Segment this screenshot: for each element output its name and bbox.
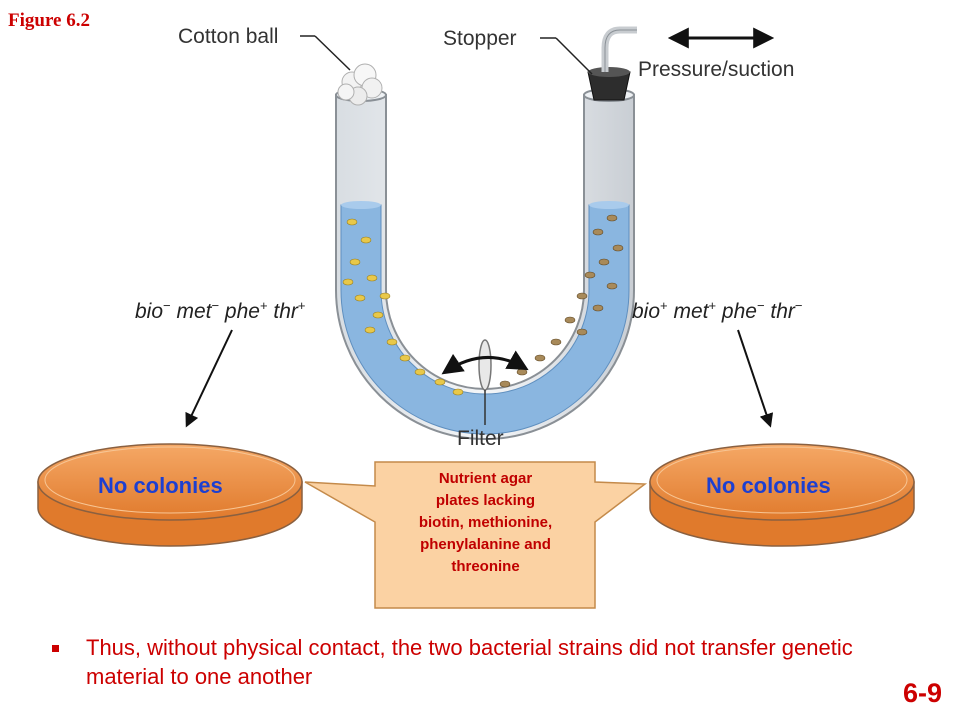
sign: − xyxy=(794,298,803,313)
gene-phe-right: phe xyxy=(721,300,757,323)
sign: − xyxy=(163,298,171,313)
stopper-label: Stopper xyxy=(443,27,517,50)
callout-text: Nutrient agar plates lacking biotin, met… xyxy=(383,468,588,578)
bullet-icon xyxy=(52,645,59,652)
bullet-text: Thus, without physical contact, the two … xyxy=(86,635,853,689)
liquid xyxy=(340,204,630,435)
pressure-suction-label: Pressure/suction xyxy=(638,58,795,81)
callout-line: biotin, methionine, xyxy=(418,514,553,531)
callout-box xyxy=(304,461,648,609)
sign: − xyxy=(756,298,765,313)
sign: + xyxy=(660,298,668,313)
sign: + xyxy=(297,298,306,313)
callout-line: threonine xyxy=(451,558,520,575)
left-plate-label: No colonies xyxy=(98,473,223,498)
left-genotype: bio− met− phe+ thr+ xyxy=(135,298,306,324)
sign: + xyxy=(708,298,717,313)
stopper-pipe xyxy=(601,26,637,72)
u-tube-glass xyxy=(335,94,635,440)
flow-arrow xyxy=(441,350,529,375)
right-plate xyxy=(649,443,915,547)
gene-bio-left: bio xyxy=(135,300,164,323)
cotton-ball xyxy=(337,63,383,106)
figure-label: Figure 6.2 xyxy=(8,10,90,31)
gene-met-right: met xyxy=(673,300,709,323)
gene-phe-left: phe xyxy=(224,300,260,323)
sign: + xyxy=(259,298,268,313)
bacteria-left xyxy=(342,218,464,396)
filter xyxy=(478,339,492,391)
sign: − xyxy=(211,298,220,313)
right-genotype: bio+ met+ phe− thr− xyxy=(632,298,803,324)
gene-thr-right: thr xyxy=(770,300,795,323)
bacteria-right xyxy=(499,214,624,388)
callout-line: phenylalanine and xyxy=(420,536,551,553)
right-plate-label: No colonies xyxy=(706,473,831,498)
left-arrow xyxy=(185,329,233,428)
left-plate xyxy=(37,443,303,547)
gene-bio-right: bio xyxy=(632,300,661,323)
callout-line: plates lacking xyxy=(435,492,536,509)
right-arrow xyxy=(737,329,774,428)
slide-number: 6-9 xyxy=(903,678,943,708)
gene-thr-left: thr xyxy=(273,300,298,323)
cotton-ball-label: Cotton ball xyxy=(178,25,279,48)
callout-line: Nutrient agar xyxy=(438,470,533,487)
gene-met-left: met xyxy=(176,300,212,323)
filter-label: Filter xyxy=(457,427,504,450)
